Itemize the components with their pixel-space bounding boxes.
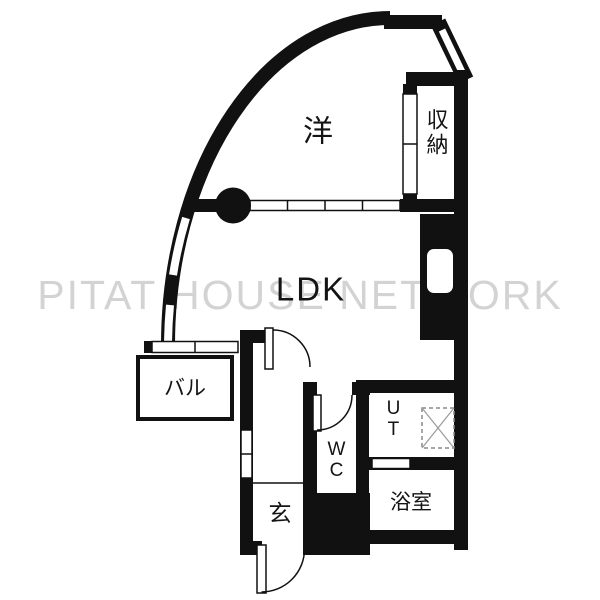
wc-utility-divider-wall <box>356 380 369 506</box>
room-label-storage: 収納 <box>423 108 449 158</box>
bathroom-door <box>371 457 411 470</box>
balcony-window-stub <box>144 341 152 353</box>
storage-track-stub-bottom <box>403 194 417 202</box>
curved-wall-window <box>169 216 190 276</box>
washing-pan-cross <box>421 407 455 449</box>
balcony-outline <box>136 355 234 421</box>
ldk-door-leaf <box>264 327 274 370</box>
top-wall <box>384 15 442 29</box>
room-label-balcony: バル <box>164 376 206 400</box>
entrance-door-leaf <box>256 544 267 594</box>
room-label-ldk: LDK <box>275 270 347 308</box>
utility-top-wall <box>356 380 468 393</box>
kitchen-fixture <box>427 249 453 293</box>
room-label-utility: UT <box>382 398 404 440</box>
room-label-toilet: WC <box>325 439 347 481</box>
wc-door-leaf <box>312 394 322 432</box>
room-label-bathroom: 浴室 <box>390 490 432 514</box>
wc-door-arc <box>316 394 353 431</box>
storage-track-stub-top <box>403 84 417 94</box>
entrance-right-wall-mass <box>303 493 370 555</box>
column-marker <box>215 187 251 224</box>
ldk-door-stub-wall <box>240 330 268 343</box>
storage-top-wall <box>406 72 464 86</box>
curved-wall-window-lower <box>164 304 174 343</box>
entrance-door-arc <box>261 548 306 593</box>
ldk-door-arc <box>272 329 311 368</box>
room-label-western: 洋 <box>303 115 333 149</box>
bathroom-bottom-wall <box>356 530 468 544</box>
door-swings <box>256 327 353 594</box>
room-label-entrance: 玄 <box>268 499 292 526</box>
room-divider-wall-right <box>400 199 468 212</box>
washing-machine-pan <box>421 407 455 449</box>
watermark-text: PITAT HOUSE NETWORK <box>37 272 563 318</box>
chamfer-window <box>438 28 466 74</box>
